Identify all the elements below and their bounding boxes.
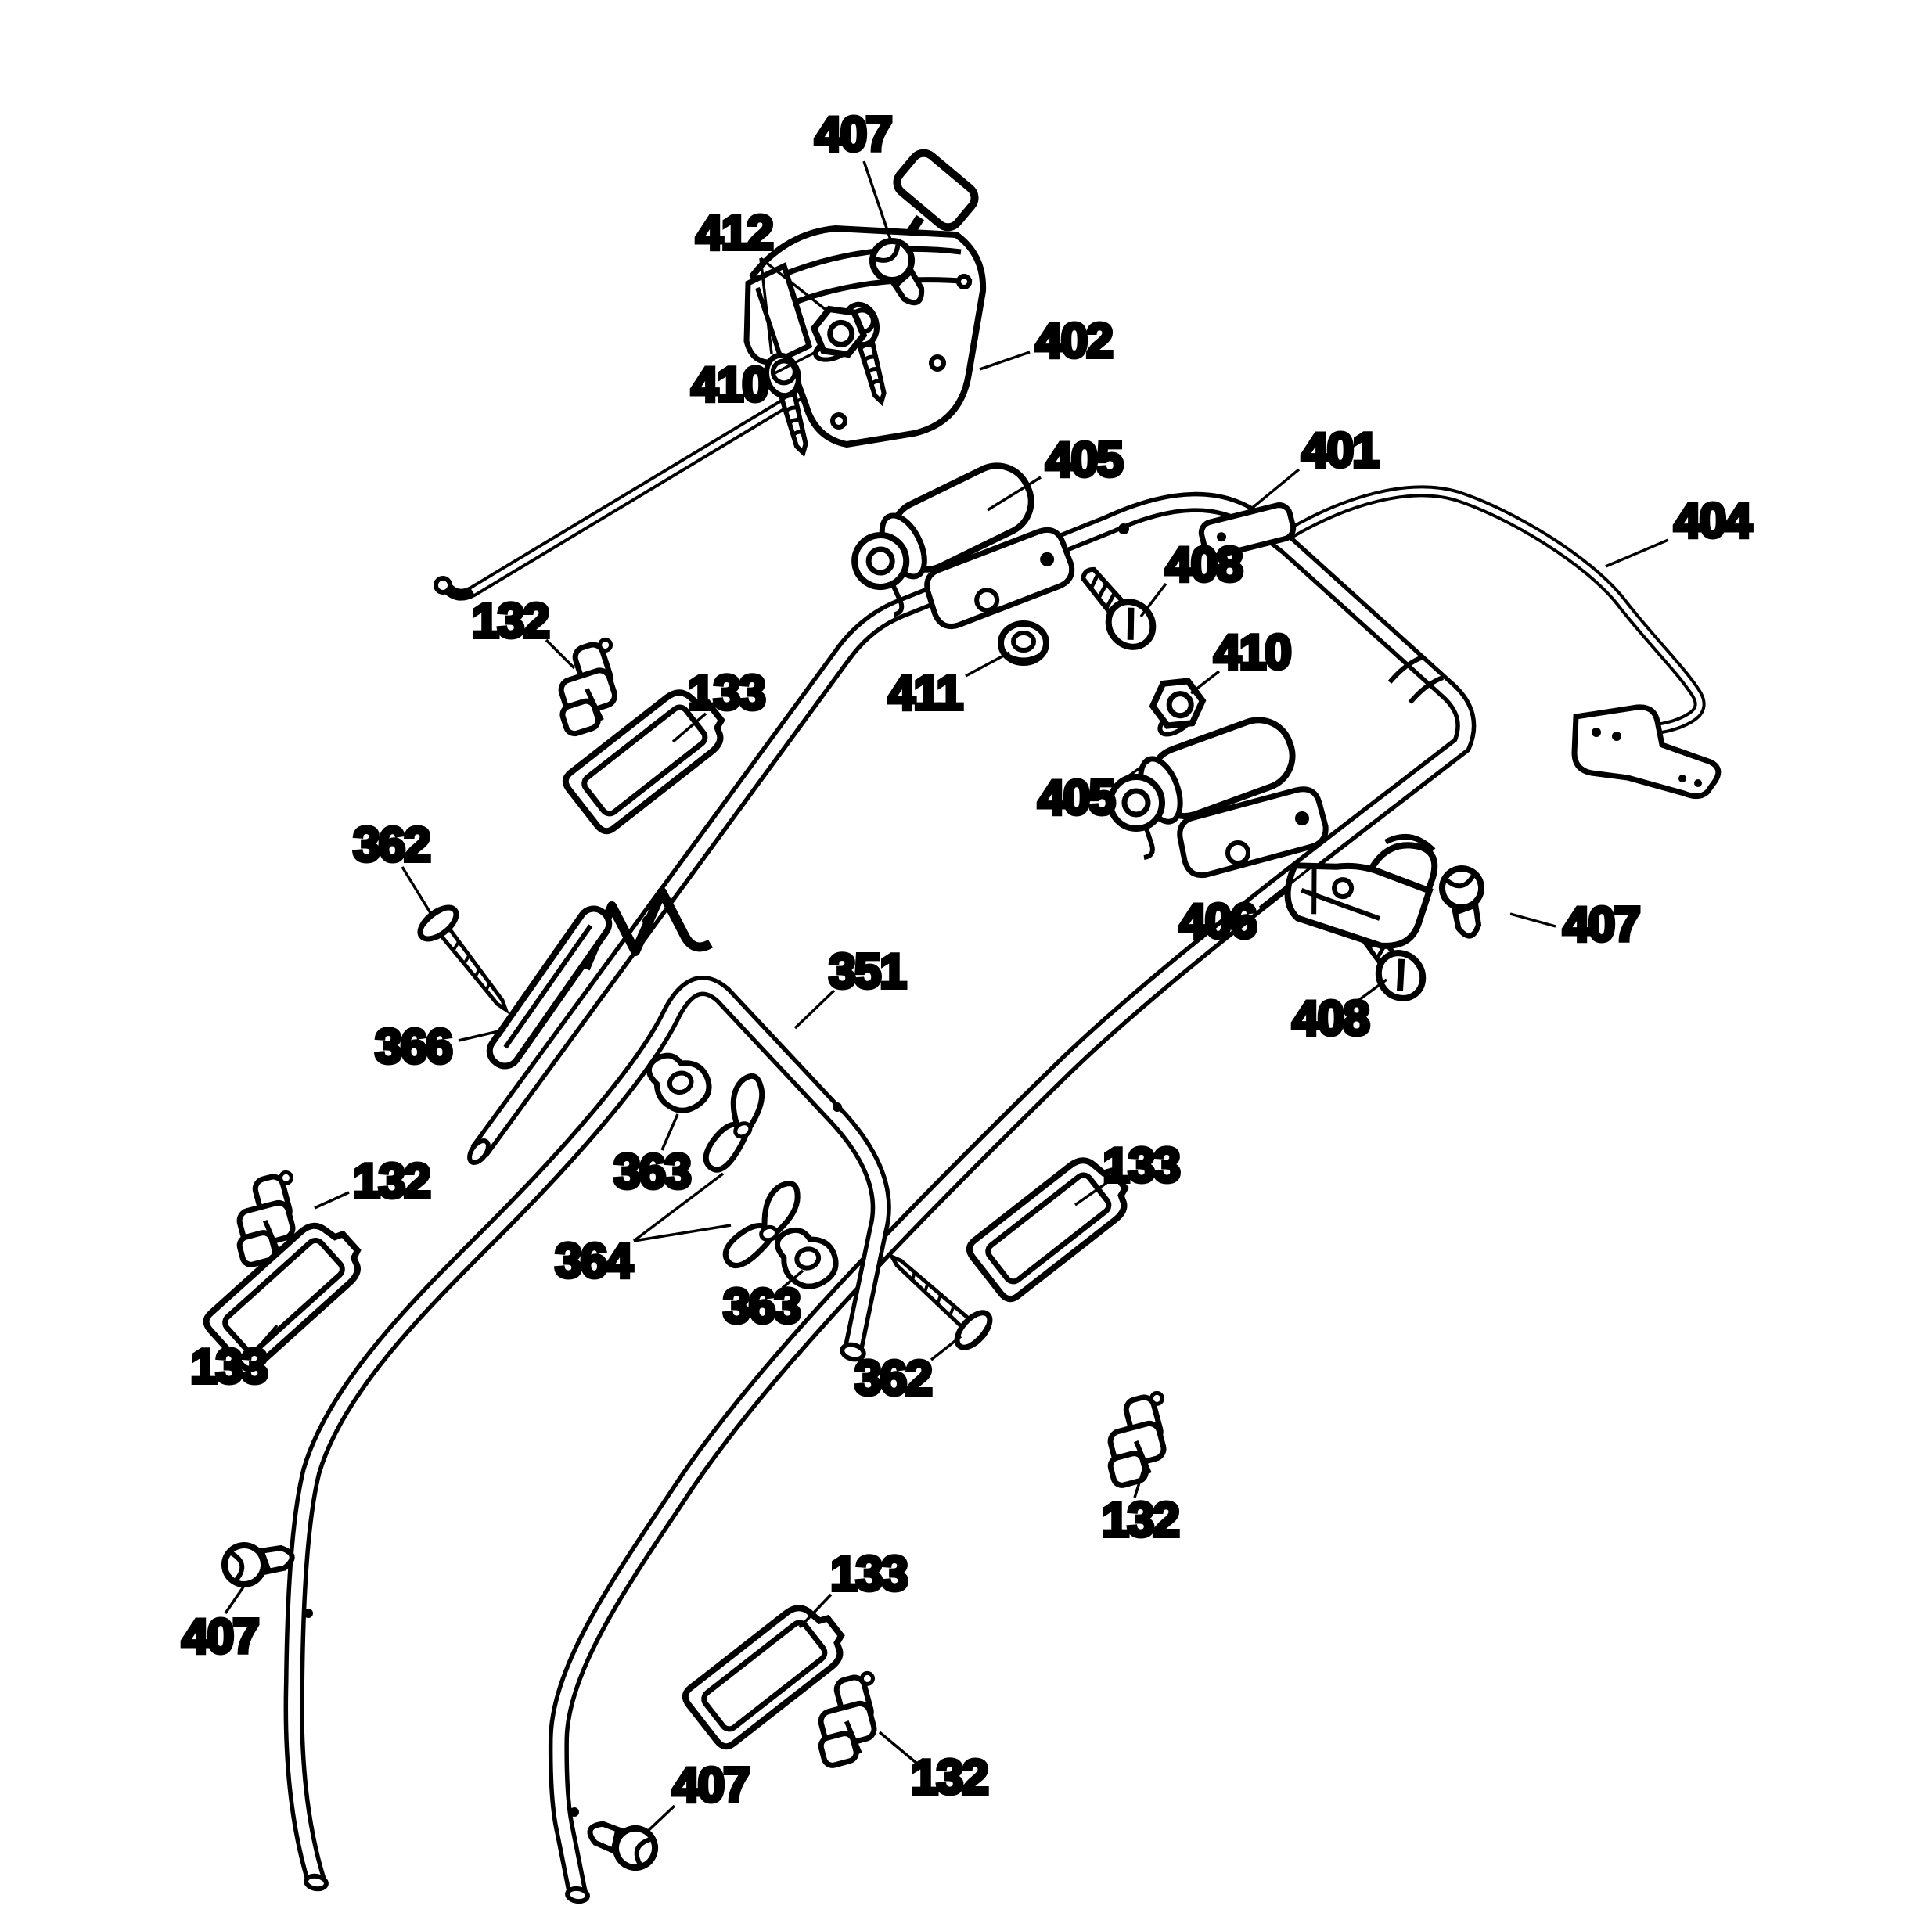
leader-line-401 — [1244, 468, 1301, 515]
callout-label-133-3: 133 — [190, 1340, 267, 1394]
leader-line-364 — [633, 1224, 732, 1242]
leader-line-364 — [632, 1172, 725, 1242]
callout-label-351: 351 — [829, 945, 905, 999]
callout-label-411: 411 — [888, 667, 962, 721]
callout-label-408-1: 408 — [1165, 538, 1242, 592]
leader-line-133-1 — [671, 712, 707, 743]
wire-bracket-404 — [1198, 485, 1722, 799]
callout-label-133-2: 133 — [1103, 1139, 1179, 1193]
callouts-layer: 407 412 402 410 405 401 404 408 132 411 410 133 405 3… — [180, 106, 1756, 1836]
callout-label-364: 364 — [555, 1235, 633, 1289]
tube-break-mark — [1408, 675, 1445, 704]
tube-break-mark — [1387, 655, 1424, 684]
throttle-lever-knob — [893, 149, 979, 232]
lower-handle-tube-351 — [283, 976, 891, 1892]
leader-line-362-1 — [401, 866, 434, 916]
callout-label-132-3: 132 — [1102, 1494, 1178, 1548]
leader-line-408-2 — [1355, 978, 1388, 1003]
leader-line-132-1 — [545, 638, 576, 670]
leader-line-412 — [759, 257, 829, 313]
callout-label-132-2: 132 — [353, 1155, 429, 1209]
cable-end-fitting — [434, 576, 452, 595]
callout-label-407-2: 407 — [1563, 898, 1639, 952]
callout-label-405-2: 405 — [1038, 771, 1114, 825]
callout-label-132-4: 132 — [911, 1751, 987, 1805]
leader-line-132-4 — [878, 1731, 919, 1765]
leader-line-362-2 — [930, 1335, 962, 1361]
callout-label-363-2: 363 — [723, 1280, 800, 1334]
callout-label-362-2: 362 — [854, 1352, 930, 1406]
leader-line-351 — [793, 989, 836, 1030]
callout-label-402: 402 — [1035, 315, 1111, 369]
leader-line-132-2 — [314, 1191, 350, 1210]
leader-line-410-2 — [1189, 670, 1221, 695]
tube-open-end — [467, 1138, 491, 1165]
tube-end-cap — [304, 1873, 329, 1892]
callout-label-362-1: 362 — [353, 818, 429, 872]
upper-handle-tube-401 — [467, 491, 1477, 1904]
callout-label-407-4: 407 — [672, 1759, 748, 1813]
tube-open-end — [840, 1342, 866, 1362]
leader-line-407-1 — [862, 160, 892, 240]
callout-label-401: 401 — [1301, 424, 1378, 478]
leader-line-406 — [1258, 865, 1313, 909]
callout-label-408-2: 408 — [1292, 992, 1369, 1046]
rod-end-bracket — [1571, 704, 1722, 799]
callout-label-407-1: 407 — [815, 108, 890, 162]
callout-label-410-1: 410 — [691, 358, 767, 412]
callout-label-404: 404 — [1674, 494, 1752, 548]
callout-label-363-1: 363 — [613, 1145, 690, 1199]
leader-line-407-2 — [1509, 912, 1556, 928]
callout-label-405-1: 405 — [1045, 433, 1122, 487]
leader-line-405-1 — [987, 476, 1042, 512]
callout-label-412: 412 — [696, 207, 772, 261]
lock-spring-wire — [581, 887, 714, 971]
leader-line-363-1 — [660, 1113, 679, 1151]
leader-line-410-1 — [772, 346, 826, 376]
leader-line-408-1 — [1139, 582, 1167, 618]
callout-label-133-4: 133 — [830, 1548, 907, 1602]
leader-line-402 — [979, 351, 1031, 371]
leader-line-405-2 — [1116, 759, 1152, 786]
callout-label-132-1: 132 — [472, 595, 548, 649]
callout-label-406: 406 — [1179, 895, 1256, 949]
leader-line-411 — [965, 651, 1010, 678]
callout-label-407-3: 407 — [182, 1610, 257, 1664]
leader-line-133-4 — [798, 1593, 833, 1629]
leader-line-132-3 — [1133, 1467, 1146, 1498]
leader-line-363-2 — [781, 1269, 804, 1289]
leader-line-366 — [458, 1028, 506, 1042]
callout-label-410-2: 410 — [1214, 626, 1290, 680]
leader-line-412 — [759, 257, 773, 354]
throttle-bracket — [743, 262, 813, 365]
leader-line-407-3 — [224, 1583, 247, 1614]
callout-label-133-1: 133 — [688, 667, 765, 721]
tube-end-cap — [565, 1886, 590, 1904]
leader-line-133-2 — [1074, 1181, 1108, 1206]
callout-label-366: 366 — [375, 1020, 452, 1074]
leader-line-133-3 — [257, 1324, 279, 1349]
leader-line-407-4 — [643, 1804, 676, 1836]
part-411 — [1001, 624, 1046, 663]
leader-line-404 — [1605, 538, 1669, 568]
handle-lever-366 — [486, 887, 714, 1070]
